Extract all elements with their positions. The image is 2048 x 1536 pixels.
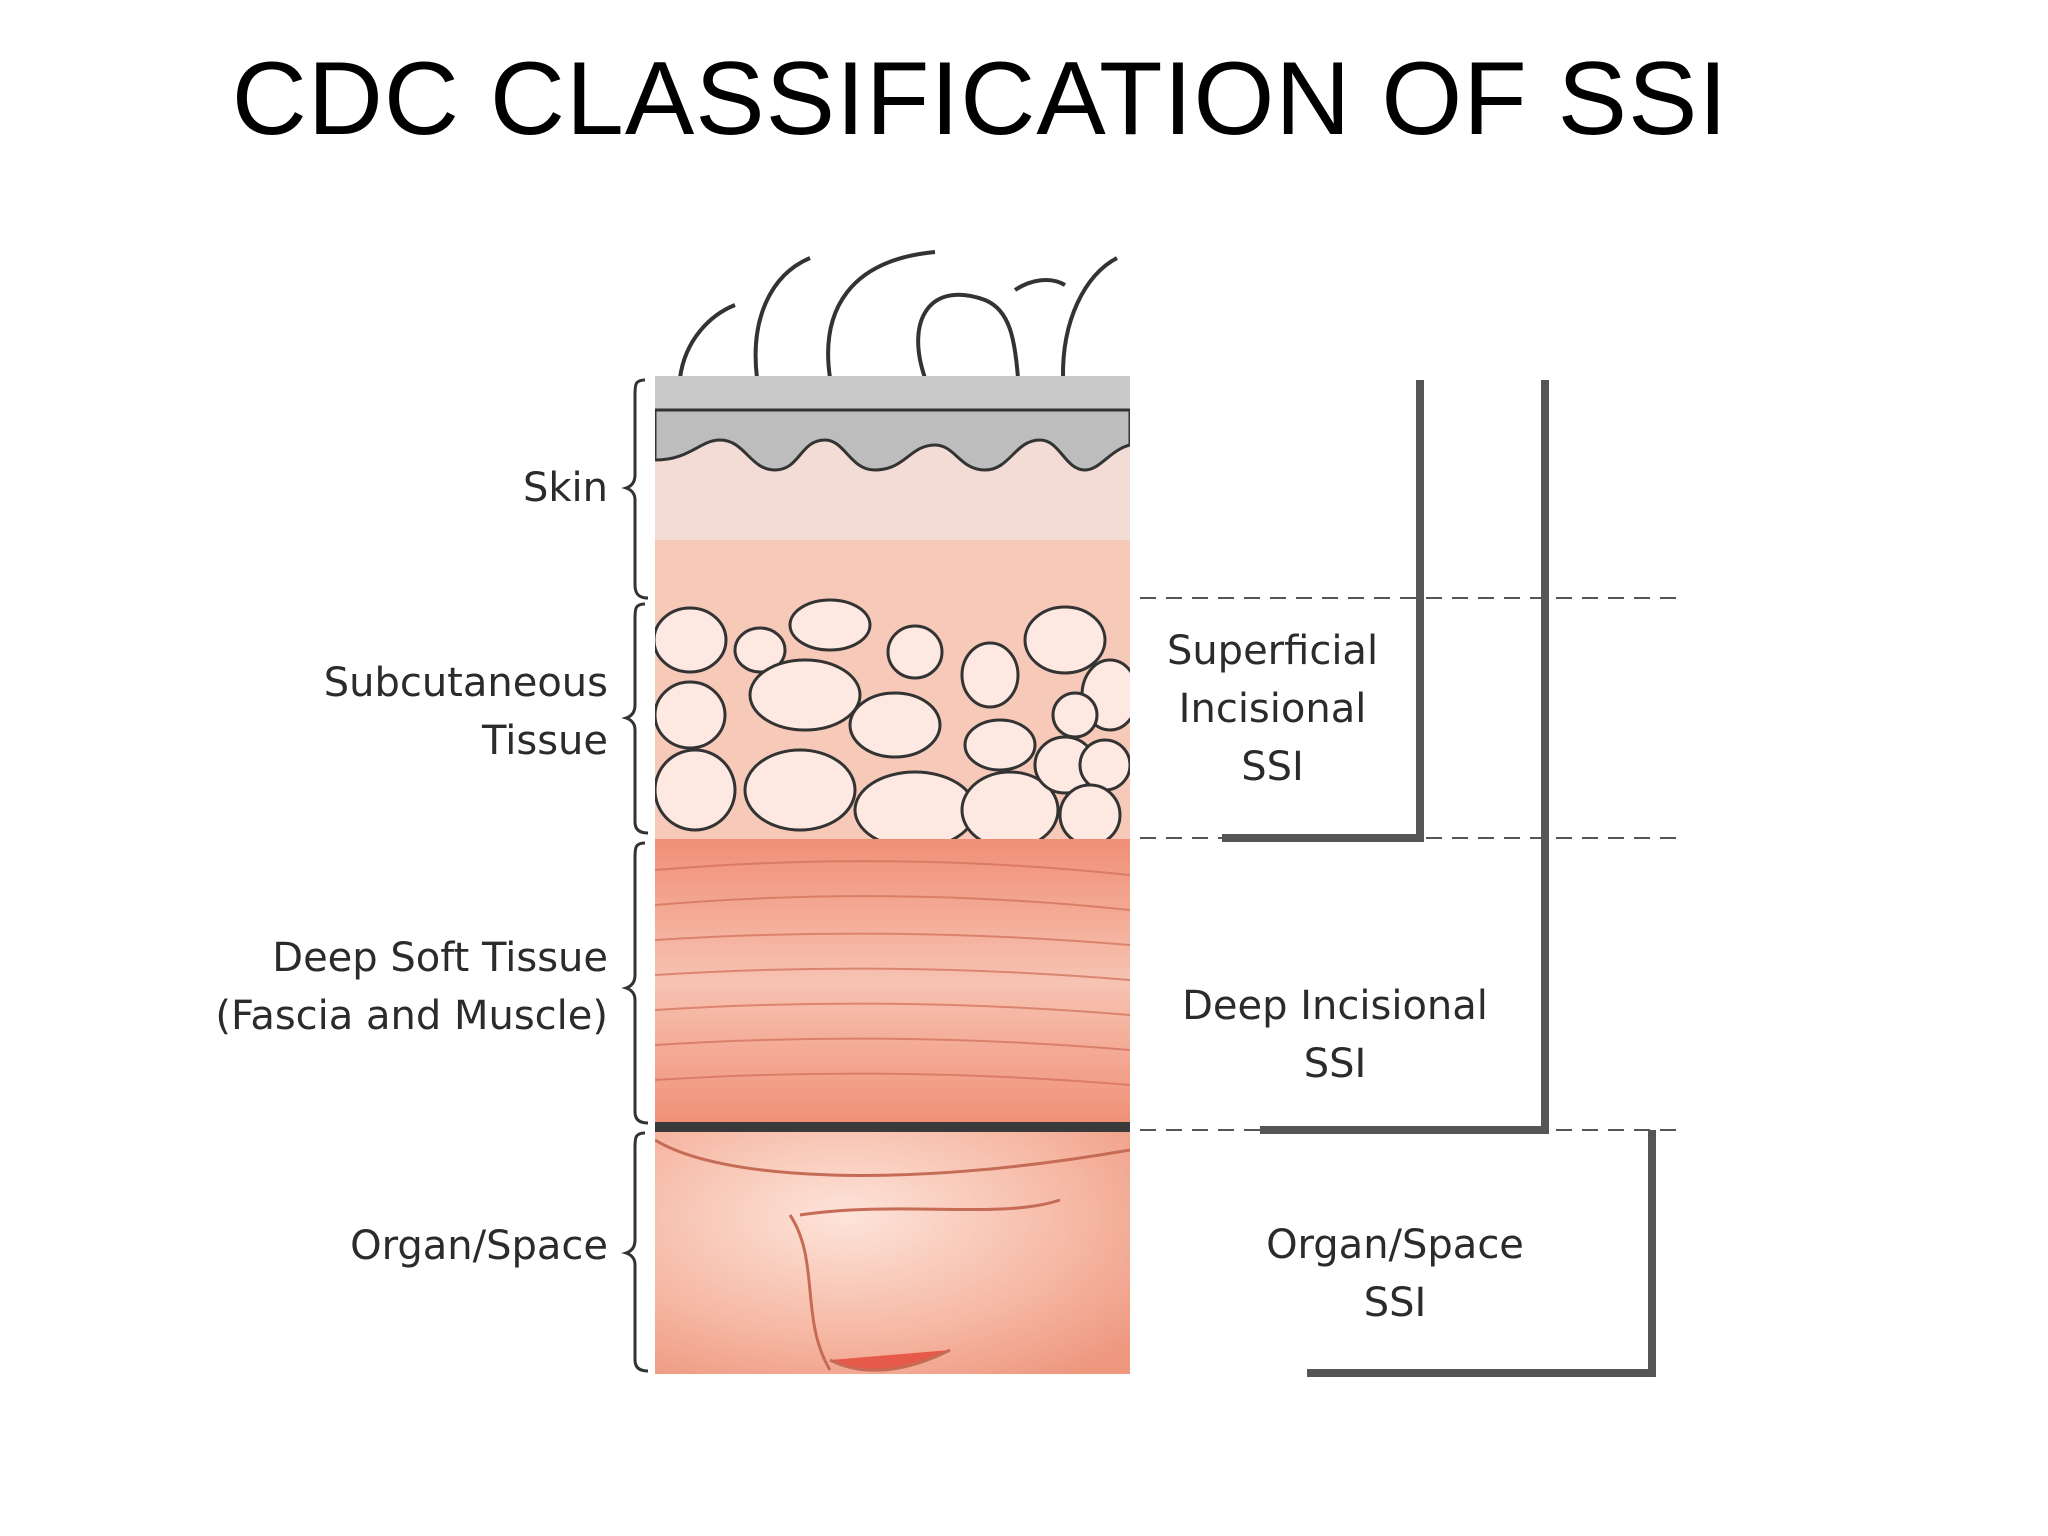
layer-label-line: Subcutaneous xyxy=(323,660,608,706)
layer-label-skin: Skin xyxy=(300,459,608,517)
layer-label-line: (Fascia and Muscle) xyxy=(215,993,608,1039)
layer-label-line: Tissue xyxy=(482,718,608,764)
classification-label-line: Deep Incisional xyxy=(1182,983,1488,1029)
classification-label-line: SSI xyxy=(1363,1280,1427,1326)
page-title: CDC CLASSIFICATION OF SSI xyxy=(231,41,1729,157)
layer-label-organ: Organ/Space xyxy=(300,1217,608,1275)
classification-label-deep: Deep Incisional SSI xyxy=(1160,977,1510,1093)
classification-brackets xyxy=(1222,380,1656,1377)
classification-label-organ: Organ/Space SSI xyxy=(1230,1216,1560,1332)
classification-label-line: SSI xyxy=(1303,1041,1367,1087)
layer-label-line: Organ/Space xyxy=(350,1223,608,1269)
layer-label-subcutaneous: Subcutaneous Tissue xyxy=(300,654,608,770)
classification-label-line: Incisional xyxy=(1178,686,1367,732)
layer-label-deep: Deep Soft Tissue (Fascia and Muscle) xyxy=(150,929,608,1045)
classification-label-superficial: Superficial Incisional SSI xyxy=(1150,622,1395,796)
layer-label-line: Skin xyxy=(522,465,608,511)
classification-label-line: Superficial xyxy=(1166,628,1379,674)
layer-label-line: Deep Soft Tissue xyxy=(272,935,608,981)
skin-layer-illustration xyxy=(655,376,1130,602)
layer-braces xyxy=(621,378,649,1373)
muscle-layer-illustration xyxy=(655,839,1130,1132)
classification-label-line: Organ/Space xyxy=(1266,1222,1524,1268)
organ-layer-illustration xyxy=(655,1132,1130,1374)
subcutaneous-layer-illustration xyxy=(655,598,1130,850)
hair-illustration xyxy=(678,250,1118,379)
classification-label-line: SSI xyxy=(1241,744,1304,790)
